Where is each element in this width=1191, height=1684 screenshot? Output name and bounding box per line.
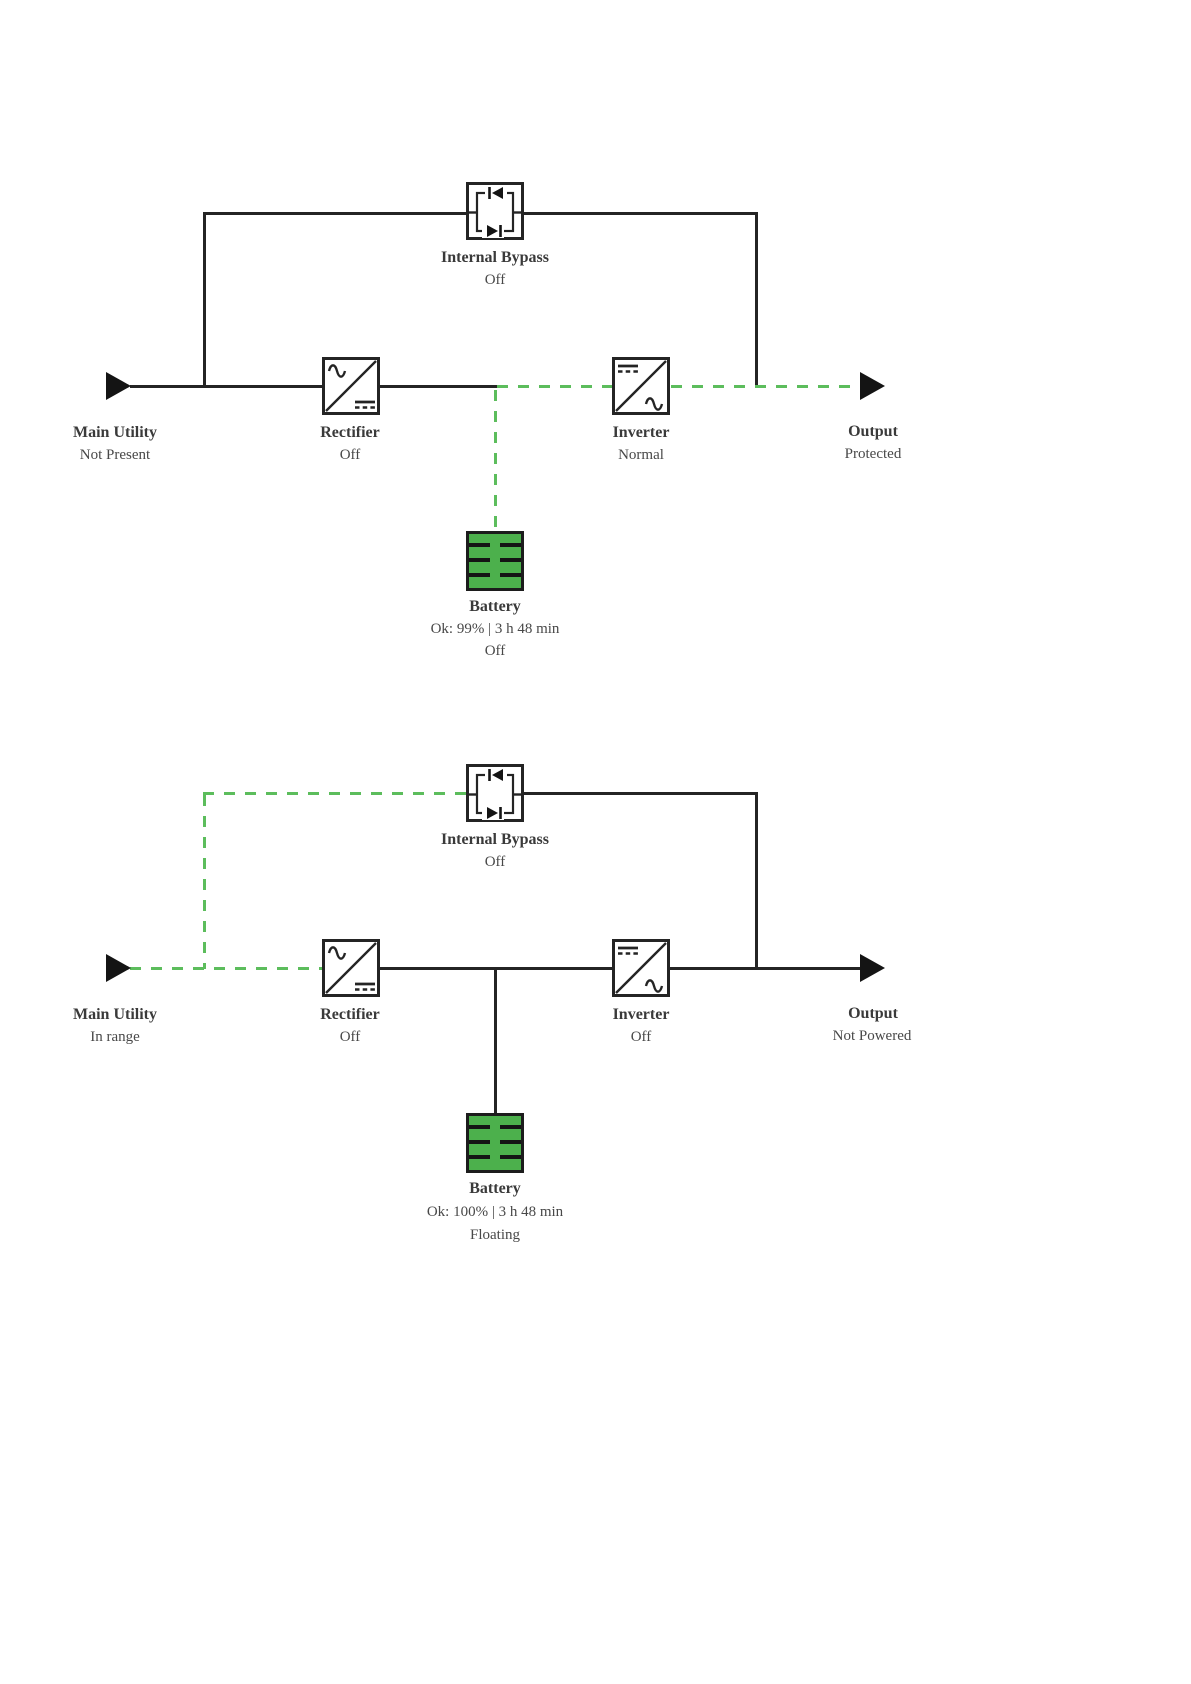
inverter-to-output-line <box>670 967 860 970</box>
inverter-to-output-flow-line <box>671 385 859 388</box>
output-label: Output <box>848 1005 898 1022</box>
main-utility-arrow-icon <box>106 954 131 982</box>
main-utility-label: Main Utility <box>73 1006 157 1023</box>
bypass-top-right-line <box>523 792 757 795</box>
rectifier-to-junction-line <box>379 385 497 388</box>
rectifier-label: Rectifier <box>320 1006 380 1023</box>
bypass-drop-line <box>755 212 758 388</box>
battery-label: Battery <box>469 598 521 615</box>
battery-plate <box>500 543 521 547</box>
rectifier-status: Off <box>339 447 361 463</box>
bypass-riser-line <box>203 212 206 388</box>
bypass-top-left-line <box>203 212 466 215</box>
battery-label: Battery <box>469 1180 521 1197</box>
output-status: Not Powered <box>832 1028 912 1044</box>
internal-bypass-icon <box>466 764 524 822</box>
bypass-riser-flow-line <box>203 795 206 969</box>
battery-icon <box>466 531 524 591</box>
battery-plate <box>500 558 521 562</box>
battery-plate <box>469 543 490 547</box>
inverter-label: Inverter <box>612 424 670 441</box>
junction-to-inverter-flow-line <box>497 385 612 388</box>
main-utility-arrow-icon <box>106 372 131 400</box>
inverter-label: Inverter <box>612 1006 670 1023</box>
battery-plate <box>469 573 490 577</box>
internal-bypass-status: Off <box>484 854 506 870</box>
battery-plate <box>500 1140 521 1144</box>
battery-flow-line <box>494 390 497 532</box>
battery-plate <box>469 558 490 562</box>
inverter-icon <box>612 357 670 415</box>
inverter-icon <box>612 939 670 997</box>
bypass-top-left-flow-line <box>203 792 466 795</box>
battery-plate <box>469 1140 490 1144</box>
battery-status: Floating <box>469 1227 521 1243</box>
main-utility-status: In range <box>90 1029 140 1045</box>
output-arrow-icon <box>860 372 885 400</box>
battery-plate <box>500 1125 521 1129</box>
internal-bypass-icon <box>466 182 524 240</box>
battery-line <box>494 970 497 1114</box>
main-utility-label: Main Utility <box>73 424 157 441</box>
battery-plate <box>469 1155 490 1159</box>
rectifier-label: Rectifier <box>320 424 380 441</box>
utility-to-rectifier-flow-line <box>130 967 322 970</box>
rectifier-icon <box>322 357 380 415</box>
battery-plate <box>500 573 521 577</box>
battery-plate <box>469 1125 490 1129</box>
utility-to-rectifier-line <box>130 385 322 388</box>
bypass-top-right-line <box>523 212 757 215</box>
main-utility-status: Not Present <box>79 447 151 463</box>
inverter-status: Off <box>630 1029 652 1045</box>
rectifier-icon <box>322 939 380 997</box>
battery-icon <box>466 1113 524 1173</box>
battery-info: Ok: 99% | 3 h 48 min <box>430 621 560 637</box>
output-label: Output <box>848 423 898 440</box>
inverter-status: Normal <box>618 447 664 463</box>
bypass-drop-line <box>755 792 758 970</box>
battery-status: Off <box>484 643 506 659</box>
output-status: Protected <box>844 446 902 462</box>
rectifier-to-inverter-line <box>379 967 612 970</box>
rectifier-status: Off <box>339 1029 361 1045</box>
internal-bypass-label: Internal Bypass <box>440 249 550 266</box>
internal-bypass-status: Off <box>484 272 506 288</box>
internal-bypass-label: Internal Bypass <box>440 831 550 848</box>
output-arrow-icon <box>860 954 885 982</box>
battery-info: Ok: 100% | 3 h 48 min <box>426 1204 564 1220</box>
battery-plate <box>500 1155 521 1159</box>
